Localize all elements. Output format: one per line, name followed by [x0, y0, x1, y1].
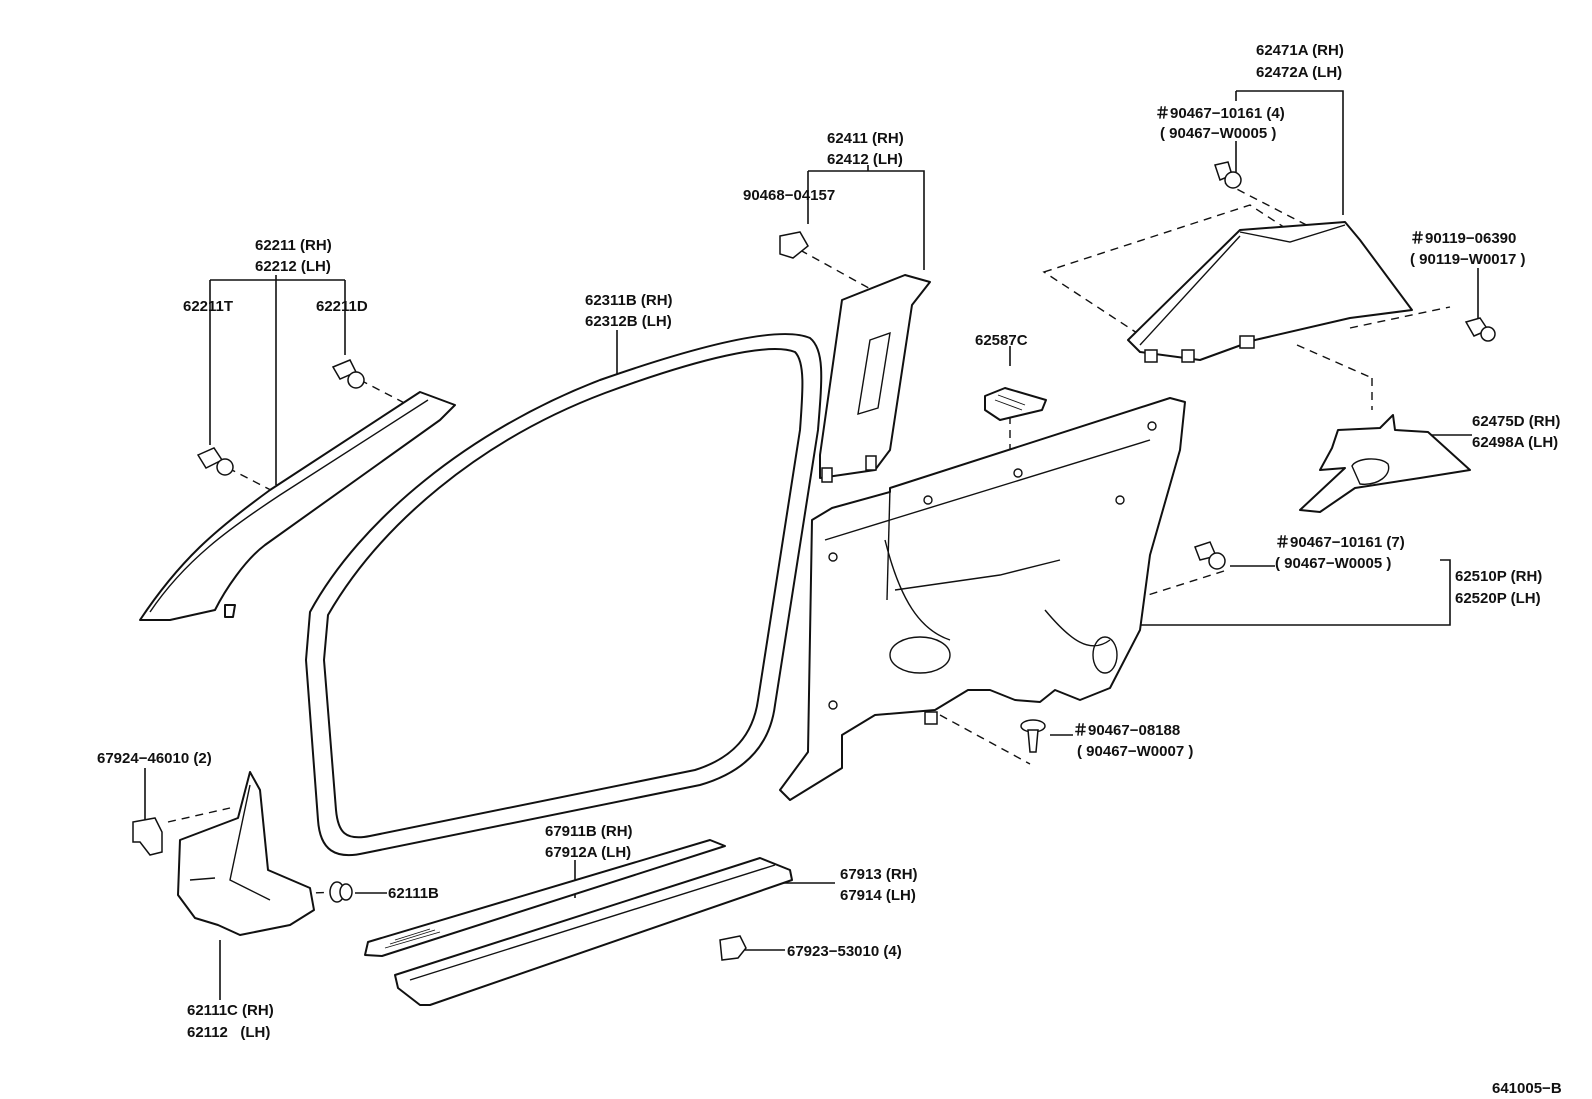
label-67912a: 67912A (LH): [545, 844, 631, 861]
label-62475d: 62475D (RH): [1472, 413, 1560, 430]
label-62211d: 62211D: [316, 298, 368, 315]
label-67914: 67914 (LH): [840, 887, 916, 904]
label-67911b: 67911B (RH): [545, 823, 633, 840]
quarter-trim-upper: [1127, 221, 1413, 363]
clip-90467-upper-icon: [1214, 161, 1242, 189]
a-pillar-garnish: [139, 391, 456, 621]
label-clip-bottom-a: ＃90467−08188: [1073, 722, 1180, 739]
leader-lines: [144, 90, 1479, 1000]
label-62112: 62112 (LH): [187, 1024, 270, 1041]
label-clip-bottom-b: ( 90467−W0007 ): [1077, 743, 1193, 760]
label-62111b: 62111B: [388, 885, 439, 902]
clip-67924-icon: [132, 817, 163, 856]
clip-90467-08188-icon: [1020, 719, 1046, 753]
label-62211: 62211 (RH): [255, 237, 332, 254]
label-67924: 67924−46010 (2): [97, 750, 212, 767]
part-labels: 62211 (RH) 62212 (LH) 62211T 62211D 6231…: [97, 42, 1562, 1097]
b-pillar-garnish: [819, 274, 931, 483]
label-screw-b: ( 90119−W0017 ): [1410, 251, 1526, 268]
label-62111c: 62111C (RH): [187, 1002, 274, 1019]
label-62212: 62212 (LH): [255, 258, 331, 275]
label-62211t: 62211T: [183, 298, 233, 315]
label-clip-upper-a: ＃90467−10161 (4): [1155, 105, 1285, 122]
quarter-trim-panel: [779, 397, 1186, 801]
clip-62211d-icon: [331, 359, 365, 389]
label-clip-upper-b: ( 90467−W0005 ): [1160, 125, 1276, 142]
clip-62111b-icon: [329, 881, 353, 903]
label-62411: 62411 (RH): [827, 130, 904, 147]
cowl-side-trim: [177, 771, 315, 936]
clip-90468-icon: [779, 231, 809, 259]
cover-62587c: [984, 387, 1047, 421]
label-62471a: 62471A (RH): [1256, 42, 1344, 59]
label-clip-lower-b: ( 90467−W0005 ): [1275, 555, 1391, 572]
label-62587c: 62587C: [975, 332, 1028, 349]
label-clip-lower-a: ＃90467−10161 (7): [1275, 534, 1405, 551]
label-62472a: 62472A (LH): [1256, 64, 1342, 81]
door-weatherstrip: [305, 333, 823, 857]
clip-62211t-icon: [196, 447, 234, 476]
label-62412: 62412 (LH): [827, 151, 903, 168]
clip-90467-lower-icon: [1194, 541, 1226, 570]
label-62498a: 62498A (LH): [1472, 434, 1558, 451]
screw-90119-icon: [1464, 317, 1496, 342]
label-67913: 67913 (RH): [840, 866, 918, 883]
label-62520p: 62520P (LH): [1455, 590, 1541, 607]
quarter-pad: [1299, 414, 1471, 513]
scuff-plate: [364, 839, 726, 957]
label-62312b: 62312B (LH): [585, 313, 672, 330]
label-90468: 90468−04157: [743, 187, 835, 204]
label-screw-a: ＃90119−06390: [1410, 230, 1516, 247]
label-67923: 67923−53010 (4): [787, 943, 902, 960]
clip-67923-icon: [719, 935, 747, 961]
label-figure-code: 641005−B: [1492, 1080, 1562, 1097]
label-62311b: 62311B (RH): [585, 292, 673, 309]
step-plate: [394, 857, 793, 1006]
label-62510p: 62510P (RH): [1455, 568, 1542, 585]
